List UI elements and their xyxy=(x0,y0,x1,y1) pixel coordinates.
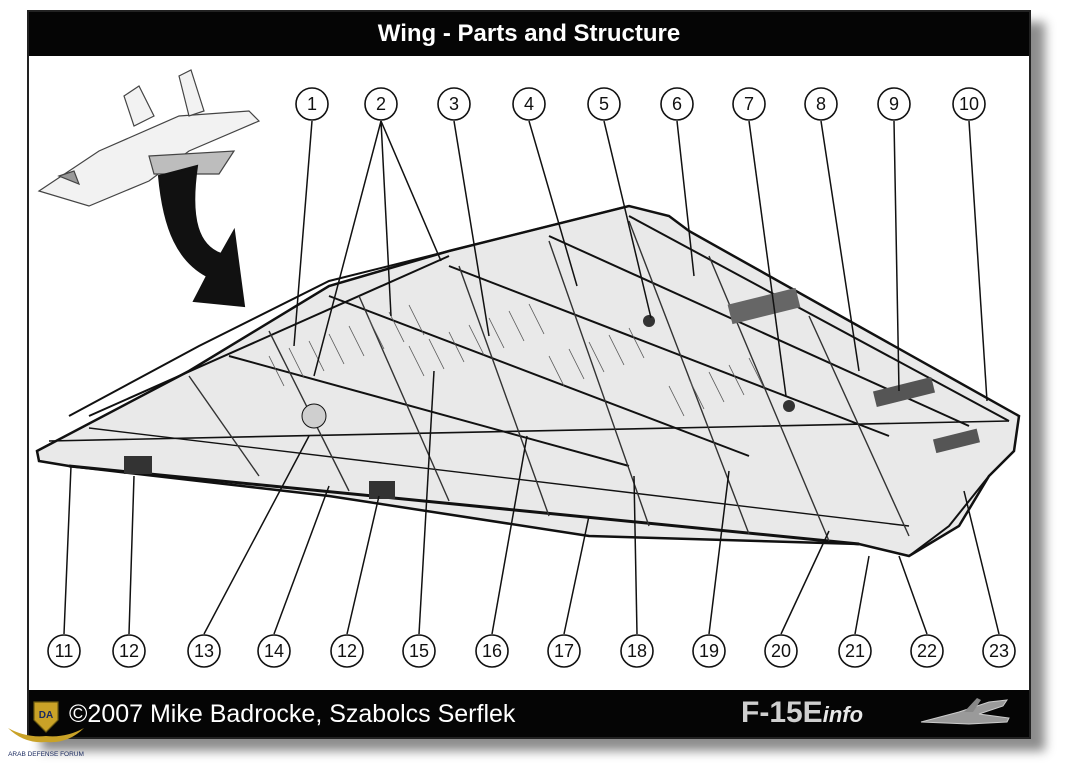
callout-19: 19 xyxy=(692,634,726,668)
svg-text:10: 10 xyxy=(959,94,979,114)
svg-text:ARAB DEFENSE FORUM: ARAB DEFENSE FORUM xyxy=(8,751,84,758)
curved-arrow-icon xyxy=(157,164,246,308)
diagram-frame: Wing - Parts and Structure xyxy=(27,10,1031,739)
jet-logo-icon xyxy=(920,698,1010,725)
svg-text:DA: DA xyxy=(39,710,53,721)
callout-9: 9 xyxy=(877,87,911,121)
callout-17: 17 xyxy=(547,634,581,668)
svg-text:1: 1 xyxy=(307,94,317,114)
diagram-title: Wing - Parts and Structure xyxy=(29,12,1029,56)
callout-11: 11 xyxy=(47,634,81,668)
callout-6: 6 xyxy=(660,87,694,121)
svg-text:18: 18 xyxy=(627,641,647,661)
svg-text:3: 3 xyxy=(449,94,459,114)
callout-20: 20 xyxy=(764,634,798,668)
callout-15: 15 xyxy=(402,634,436,668)
svg-text:13: 13 xyxy=(194,641,214,661)
wing-diagram: 1 2 3 4 5 6 7 8 9 10 11 12 13 14 12 15 1… xyxy=(35,69,1021,668)
callout-12-right: 12 xyxy=(330,634,364,668)
svg-text:9: 9 xyxy=(889,94,899,114)
svg-text:4: 4 xyxy=(524,94,534,114)
callouts-bottom: 11 12 13 14 12 15 16 17 18 19 20 21 22 2… xyxy=(47,634,1016,668)
callout-leaders-bottom xyxy=(63,370,1000,635)
callout-16: 16 xyxy=(475,634,509,668)
svg-text:17: 17 xyxy=(554,641,574,661)
callout-7: 7 xyxy=(732,87,766,121)
callout-4: 4 xyxy=(512,87,546,121)
callout-14: 14 xyxy=(257,634,291,668)
svg-text:15: 15 xyxy=(409,641,429,661)
svg-text:16: 16 xyxy=(482,641,502,661)
callout-3: 3 xyxy=(437,87,471,121)
svg-text:6: 6 xyxy=(672,94,682,114)
svg-text:21: 21 xyxy=(845,641,865,661)
svg-text:22: 22 xyxy=(917,641,937,661)
callouts-top: 1 2 3 4 5 6 7 8 9 10 xyxy=(295,87,986,121)
callout-12-left: 12 xyxy=(112,634,146,668)
footer-bar: ©2007 Mike Badrocke, Szabolcs Serflek F-… xyxy=(29,690,1029,737)
svg-text:23: 23 xyxy=(989,641,1009,661)
svg-text:11: 11 xyxy=(55,641,74,661)
aircraft-inset-icon xyxy=(37,69,261,207)
svg-text:19: 19 xyxy=(699,641,719,661)
callout-22: 22 xyxy=(910,634,944,668)
callout-1: 1 xyxy=(295,87,329,121)
svg-text:14: 14 xyxy=(264,641,284,661)
svg-text:12: 12 xyxy=(337,641,357,661)
callout-23: 23 xyxy=(982,634,1016,668)
forum-watermark-logo: DA ARAB DEFENSE FORUM xyxy=(6,698,86,768)
svg-text:8: 8 xyxy=(816,94,826,114)
callout-10: 10 xyxy=(952,87,986,121)
svg-text:2: 2 xyxy=(376,94,386,114)
copyright-credit: ©2007 Mike Badrocke, Szabolcs Serflek xyxy=(69,700,516,728)
callout-2: 2 xyxy=(364,87,398,121)
callout-21: 21 xyxy=(838,634,872,668)
callout-leaders-top xyxy=(293,120,988,402)
callout-18: 18 xyxy=(620,634,654,668)
brand-main: F-15E xyxy=(741,696,823,729)
svg-text:7: 7 xyxy=(744,94,754,114)
callout-8: 8 xyxy=(804,87,838,121)
brand-logo: F-15Einfo xyxy=(741,696,863,730)
wing-structure xyxy=(35,204,1021,558)
callout-13: 13 xyxy=(187,634,221,668)
svg-text:20: 20 xyxy=(771,641,791,661)
svg-text:5: 5 xyxy=(599,94,609,114)
callout-5: 5 xyxy=(587,87,621,121)
brand-sub: info xyxy=(822,702,864,727)
svg-text:12: 12 xyxy=(119,641,139,661)
